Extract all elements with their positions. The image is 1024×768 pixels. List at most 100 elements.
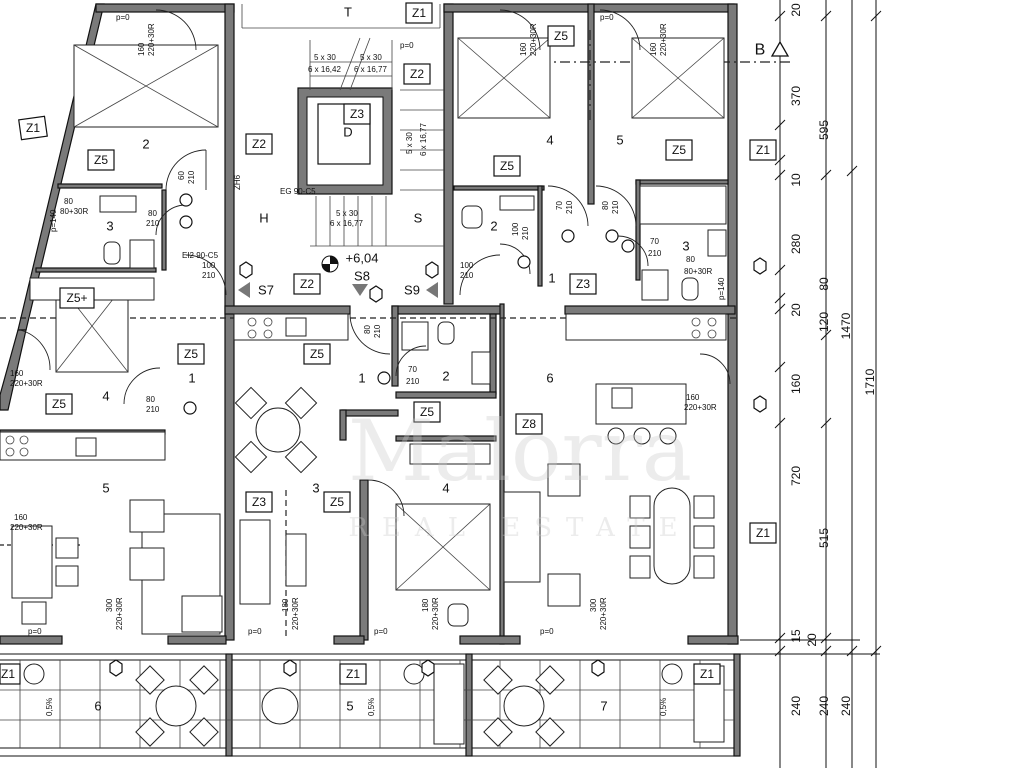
door-note: 210: [187, 170, 196, 184]
room-ul-2: 2: [142, 137, 149, 152]
markers: [109, 193, 767, 677]
stair-label-s: S: [414, 211, 423, 226]
stair-note-3: 6 x 16,77: [354, 65, 387, 74]
watermark-sub: REAL ESTATE: [348, 513, 691, 543]
room-ur-5: 5: [616, 133, 623, 148]
door-note: 220+30R: [684, 403, 717, 412]
arrow-s7-icon: [238, 282, 250, 298]
svg-text:Z5: Z5: [500, 159, 514, 173]
doors: [19, 9, 731, 517]
slope-note: 0,5%: [659, 698, 668, 716]
door-note: 70: [408, 365, 417, 374]
svg-text:Z5: Z5: [672, 143, 686, 157]
hex-marker: [591, 659, 605, 677]
tag-z2-c: Z2: [293, 273, 321, 295]
section-letter: B: [755, 42, 766, 59]
dim-v-240c: 240: [839, 696, 853, 716]
door-note: 80+30R: [684, 267, 712, 276]
elevator-label-d: D: [343, 125, 352, 140]
door-note: 80: [686, 255, 695, 264]
stair-note-1: 5 x 30: [314, 53, 336, 62]
hex-marker: [425, 261, 439, 279]
marker-circle: [621, 239, 635, 253]
tag-z5-e: Z5: [177, 343, 205, 365]
svg-text:Z5: Z5: [420, 405, 434, 419]
tag-z1-g: Z1: [693, 663, 721, 685]
door-note: EG 90-C5: [280, 187, 316, 196]
dim-v-15: 15: [789, 629, 803, 643]
door-note: p=140: [49, 209, 58, 232]
tag-z5-h: Z5: [413, 401, 441, 423]
balconies: [0, 653, 741, 757]
stair-label-s8: S8: [354, 269, 370, 284]
svg-text:Z2: Z2: [410, 67, 424, 81]
svg-text:Z8: Z8: [522, 417, 536, 431]
tag-z1-f: Z1: [339, 663, 367, 685]
door-note: ZH6: [233, 174, 242, 190]
svg-text:Z2: Z2: [300, 277, 314, 291]
stair-note-7: 6 x 16,77: [330, 219, 363, 228]
stair-note-6: 5 x 30: [336, 209, 358, 218]
level-label: +6,04: [346, 251, 379, 266]
tag-z3-a: Z3: [343, 103, 371, 125]
door-note: 210: [406, 377, 420, 386]
svg-text:Z1: Z1: [26, 121, 40, 135]
door-note: 210: [611, 200, 620, 214]
tag-z1-e: Z1: [0, 663, 21, 685]
room-ul-1: 1: [188, 371, 195, 386]
slope-note: 0,5%: [45, 698, 54, 716]
door-note: 160: [519, 42, 528, 56]
room-m-1: 1: [358, 371, 365, 386]
room-ur-6: 6: [546, 371, 553, 386]
slope-note: 0,5%: [367, 698, 376, 716]
dim-v-595: 595: [817, 120, 831, 140]
dim-v-240a: 240: [789, 696, 803, 716]
stair-label-t: T: [344, 5, 352, 20]
hex-marker: [283, 659, 297, 677]
section-marker-b: B: [755, 40, 790, 59]
room-m-3: 3: [312, 481, 319, 496]
door-note: 70: [555, 201, 564, 210]
room-ur-1: 1: [548, 271, 555, 286]
door-note: p=0: [400, 41, 414, 50]
circulation-labels: T H S D S7 S8 S9 +6,04: [238, 5, 438, 298]
tag-z3-b: Z3: [569, 273, 597, 295]
room-m-4: 4: [442, 481, 449, 496]
svg-text:Z5: Z5: [94, 153, 108, 167]
door-note: 100: [460, 261, 474, 270]
dim-v-280: 280: [789, 234, 803, 254]
door-note: 80: [146, 395, 155, 404]
svg-text:Z5: Z5: [554, 29, 568, 43]
door-note: 180: [421, 598, 430, 612]
marker-circle: [605, 229, 619, 243]
door-note: 220+30R: [599, 597, 608, 630]
marker-circle: [179, 215, 193, 229]
stair-label-s9: S9: [404, 283, 420, 298]
door-note: p=0: [28, 627, 42, 636]
svg-text:Z3: Z3: [350, 107, 364, 121]
door-note: 80: [64, 197, 73, 206]
door-note: 210: [146, 405, 160, 414]
tag-z8: Z8: [515, 413, 543, 435]
room-ul-5: 5: [102, 481, 109, 496]
svg-text:Z1: Z1: [1, 667, 15, 681]
hex-marker: [369, 285, 383, 303]
stair-label-s7: S7: [258, 283, 274, 298]
room-ur-2: 2: [490, 219, 497, 234]
door-note: p=140: [717, 277, 726, 300]
stair-note-5: 6 x 16,77: [419, 123, 428, 156]
marker-circle: [183, 401, 197, 415]
dim-v-370: 370: [789, 86, 803, 106]
dim-v-120: 120: [817, 312, 831, 332]
door-note: 210: [373, 324, 382, 338]
door-note: 220+30R: [147, 23, 156, 56]
dim-v-1710: 1710: [863, 368, 877, 395]
stair-note-8: 5 x 30: [360, 53, 382, 62]
door-note: 220+30R: [291, 597, 300, 630]
door-note: p=0: [116, 13, 130, 22]
svg-text:Z5: Z5: [310, 347, 324, 361]
svg-text:Z1: Z1: [756, 526, 770, 540]
dimension-ticks: [740, 10, 882, 657]
hex-marker: [239, 261, 253, 279]
watermark-brand: Malorra: [348, 402, 692, 500]
